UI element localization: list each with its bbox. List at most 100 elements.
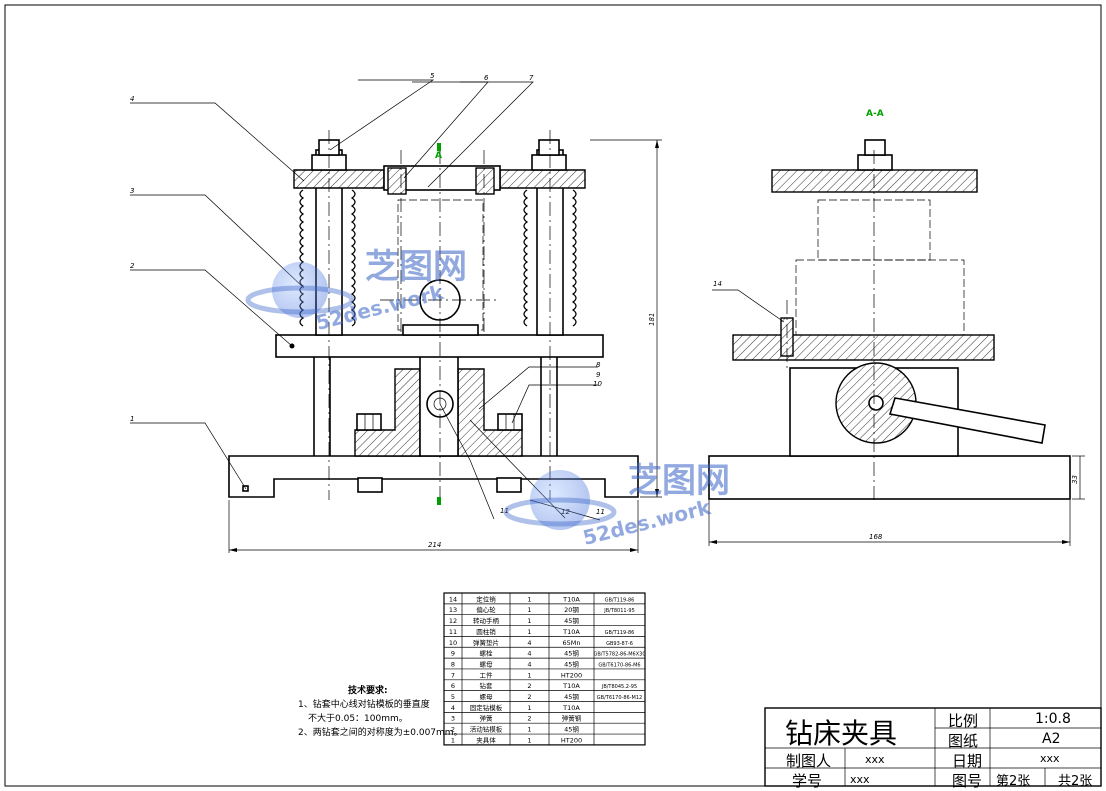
parts-cell-std: GB/T6170-86-M6 — [598, 662, 640, 668]
parts-cell-mat: T10A — [562, 628, 580, 636]
watermark-1: 芝图网 52des.work — [245, 247, 467, 335]
parts-cell-std: GB/T6170-86-M12 — [597, 695, 642, 701]
title-block — [764, 707, 1102, 787]
parts-cell-name: 夹具体 — [476, 735, 496, 744]
tech-line-3: 2、两钻套之间的对称度为±0.007mm。 — [298, 728, 463, 738]
label-14: 14 — [713, 280, 722, 288]
tech-line-2: 不大于0.05：100mm。 — [308, 714, 408, 724]
parts-cell-name: 钻套 — [480, 681, 494, 690]
spring-right — [523, 189, 577, 327]
parts-cell-no: 3 — [451, 715, 455, 723]
label-11b: 11 — [596, 508, 605, 516]
label-3: 3 — [130, 187, 134, 195]
tech-line-1: 1、钻套中心线对钻模板的垂直度 — [298, 700, 430, 710]
parts-cell-qty: 2 — [527, 693, 531, 701]
student-value: xxx — [850, 773, 870, 786]
paper-label: 图纸 — [948, 732, 979, 750]
parts-cell-no: 1 — [451, 736, 455, 744]
parts-cell-qty: 2 — [527, 682, 531, 690]
parts-cell-mat: 45钢 — [564, 726, 579, 734]
parts-cell-name: 转动手柄 — [473, 616, 500, 625]
parts-cell-qty: 1 — [527, 606, 531, 614]
student-label: 学号 — [792, 772, 823, 790]
parts-cell-no: 12 — [449, 617, 457, 625]
paper-value: A2 — [1042, 731, 1061, 747]
parts-cell-mat: 45钢 — [564, 617, 579, 625]
dim-front-height: 181 — [648, 313, 656, 326]
parts-cell-no: 8 — [451, 660, 455, 668]
parts-cell-std: GB93-87-6 — [606, 641, 633, 647]
drawing-no-label: 图号 — [952, 772, 983, 790]
parts-cell-mat: 45钢 — [564, 650, 579, 658]
parts-cell-qty: 1 — [527, 617, 531, 625]
base-body — [228, 455, 639, 498]
parts-cell-qty: 1 — [527, 704, 531, 712]
parts-cell-name: 固定钻模板 — [470, 703, 503, 712]
label-1: 1 — [130, 415, 134, 423]
parts-cell-qty: 1 — [527, 671, 531, 679]
parts-cell-qty: 2 — [527, 715, 531, 723]
parts-cell-mat: 45钢 — [564, 660, 579, 668]
tech-title: 技术要求: — [348, 686, 388, 696]
parts-cell-no: 2 — [451, 726, 455, 734]
parts-cell-no: 11 — [449, 628, 457, 636]
side-view: A-A 168 33 14 — [708, 109, 1085, 546]
parts-cell-no: 10 — [449, 639, 457, 647]
parts-cell-qty: 1 — [527, 736, 531, 744]
parts-cell-no: 14 — [449, 595, 457, 603]
label-2: 2 — [130, 262, 135, 270]
parts-cell-no: 9 — [451, 650, 455, 658]
dim-front-width: 214 — [428, 541, 441, 549]
label-10: 10 — [593, 380, 602, 388]
parts-cell-mat: 20钢 — [564, 606, 579, 614]
parts-cell-mat: 65Mn — [563, 639, 581, 647]
parts-cell-no: 13 — [449, 606, 457, 614]
section-a-label: A — [435, 151, 442, 161]
parts-cell-no: 7 — [451, 671, 455, 679]
parts-cell-qty: 4 — [527, 639, 531, 647]
section-aa-label: A-A — [866, 109, 884, 119]
parts-cell-name: 弹簧垫片 — [473, 638, 499, 647]
drawer-label: 制图人 — [786, 752, 832, 770]
label-8: 8 — [596, 361, 601, 369]
parts-cell-std: GB/T119-86 — [605, 597, 635, 603]
watermark-brand-1: 芝图网 — [365, 247, 467, 287]
parts-cell-qty: 1 — [527, 726, 531, 734]
tech-requirements: 技术要求: 1、钻套中心线对钻模板的垂直度 不大于0.05：100mm。 2、两… — [298, 684, 463, 740]
front-view: A 214 181 4 5 6 7 3 2 1 8 9 10 11 — [130, 72, 662, 553]
drawer-value: xxx — [865, 753, 885, 766]
watermark-brand-2: 芝图网 — [628, 461, 730, 501]
dim-side-width: 168 — [869, 533, 883, 541]
label-9: 9 — [596, 371, 601, 379]
parts-cell-mat: HT200 — [561, 736, 582, 744]
parts-cell-std: GB/T119-86 — [605, 630, 635, 636]
parts-cell-qty: 1 — [527, 595, 531, 603]
parts-cell-qty: 1 — [527, 628, 531, 636]
label-11: 11 — [500, 507, 509, 515]
label-5: 5 — [430, 72, 435, 80]
scale-value: 1:0.8 — [1035, 711, 1071, 727]
parts-cell-name: 螺母 — [480, 692, 494, 701]
scale-label: 比例 — [948, 712, 979, 730]
date-label: 日期 — [952, 752, 983, 770]
parts-cell-mat: 45钢 — [564, 693, 579, 701]
parts-cell-name: 圆柱销 — [476, 627, 496, 636]
parts-cell-qty: 4 — [527, 650, 531, 658]
label-4: 4 — [130, 95, 134, 103]
parts-cell-mat: T10A — [562, 704, 580, 712]
page-border — [4, 4, 1102, 787]
date-value: xxx — [1040, 752, 1060, 765]
label-6: 6 — [484, 74, 489, 82]
parts-cell-name: 偏心轮 — [476, 605, 496, 614]
parts-cell-std: GB/T5782-86-M6X30 — [593, 652, 645, 658]
parts-cell-no: 4 — [451, 704, 455, 712]
parts-cell-mat: HT200 — [561, 671, 582, 679]
total-value: 共2张 — [1058, 774, 1093, 789]
sheet-value: 第2张 — [996, 774, 1031, 789]
parts-cell-name: 活动钻模板 — [470, 725, 503, 734]
label-7: 7 — [529, 74, 534, 82]
parts-cell-name: 工件 — [480, 670, 494, 679]
parts-cell-mat: T10A — [562, 682, 580, 690]
